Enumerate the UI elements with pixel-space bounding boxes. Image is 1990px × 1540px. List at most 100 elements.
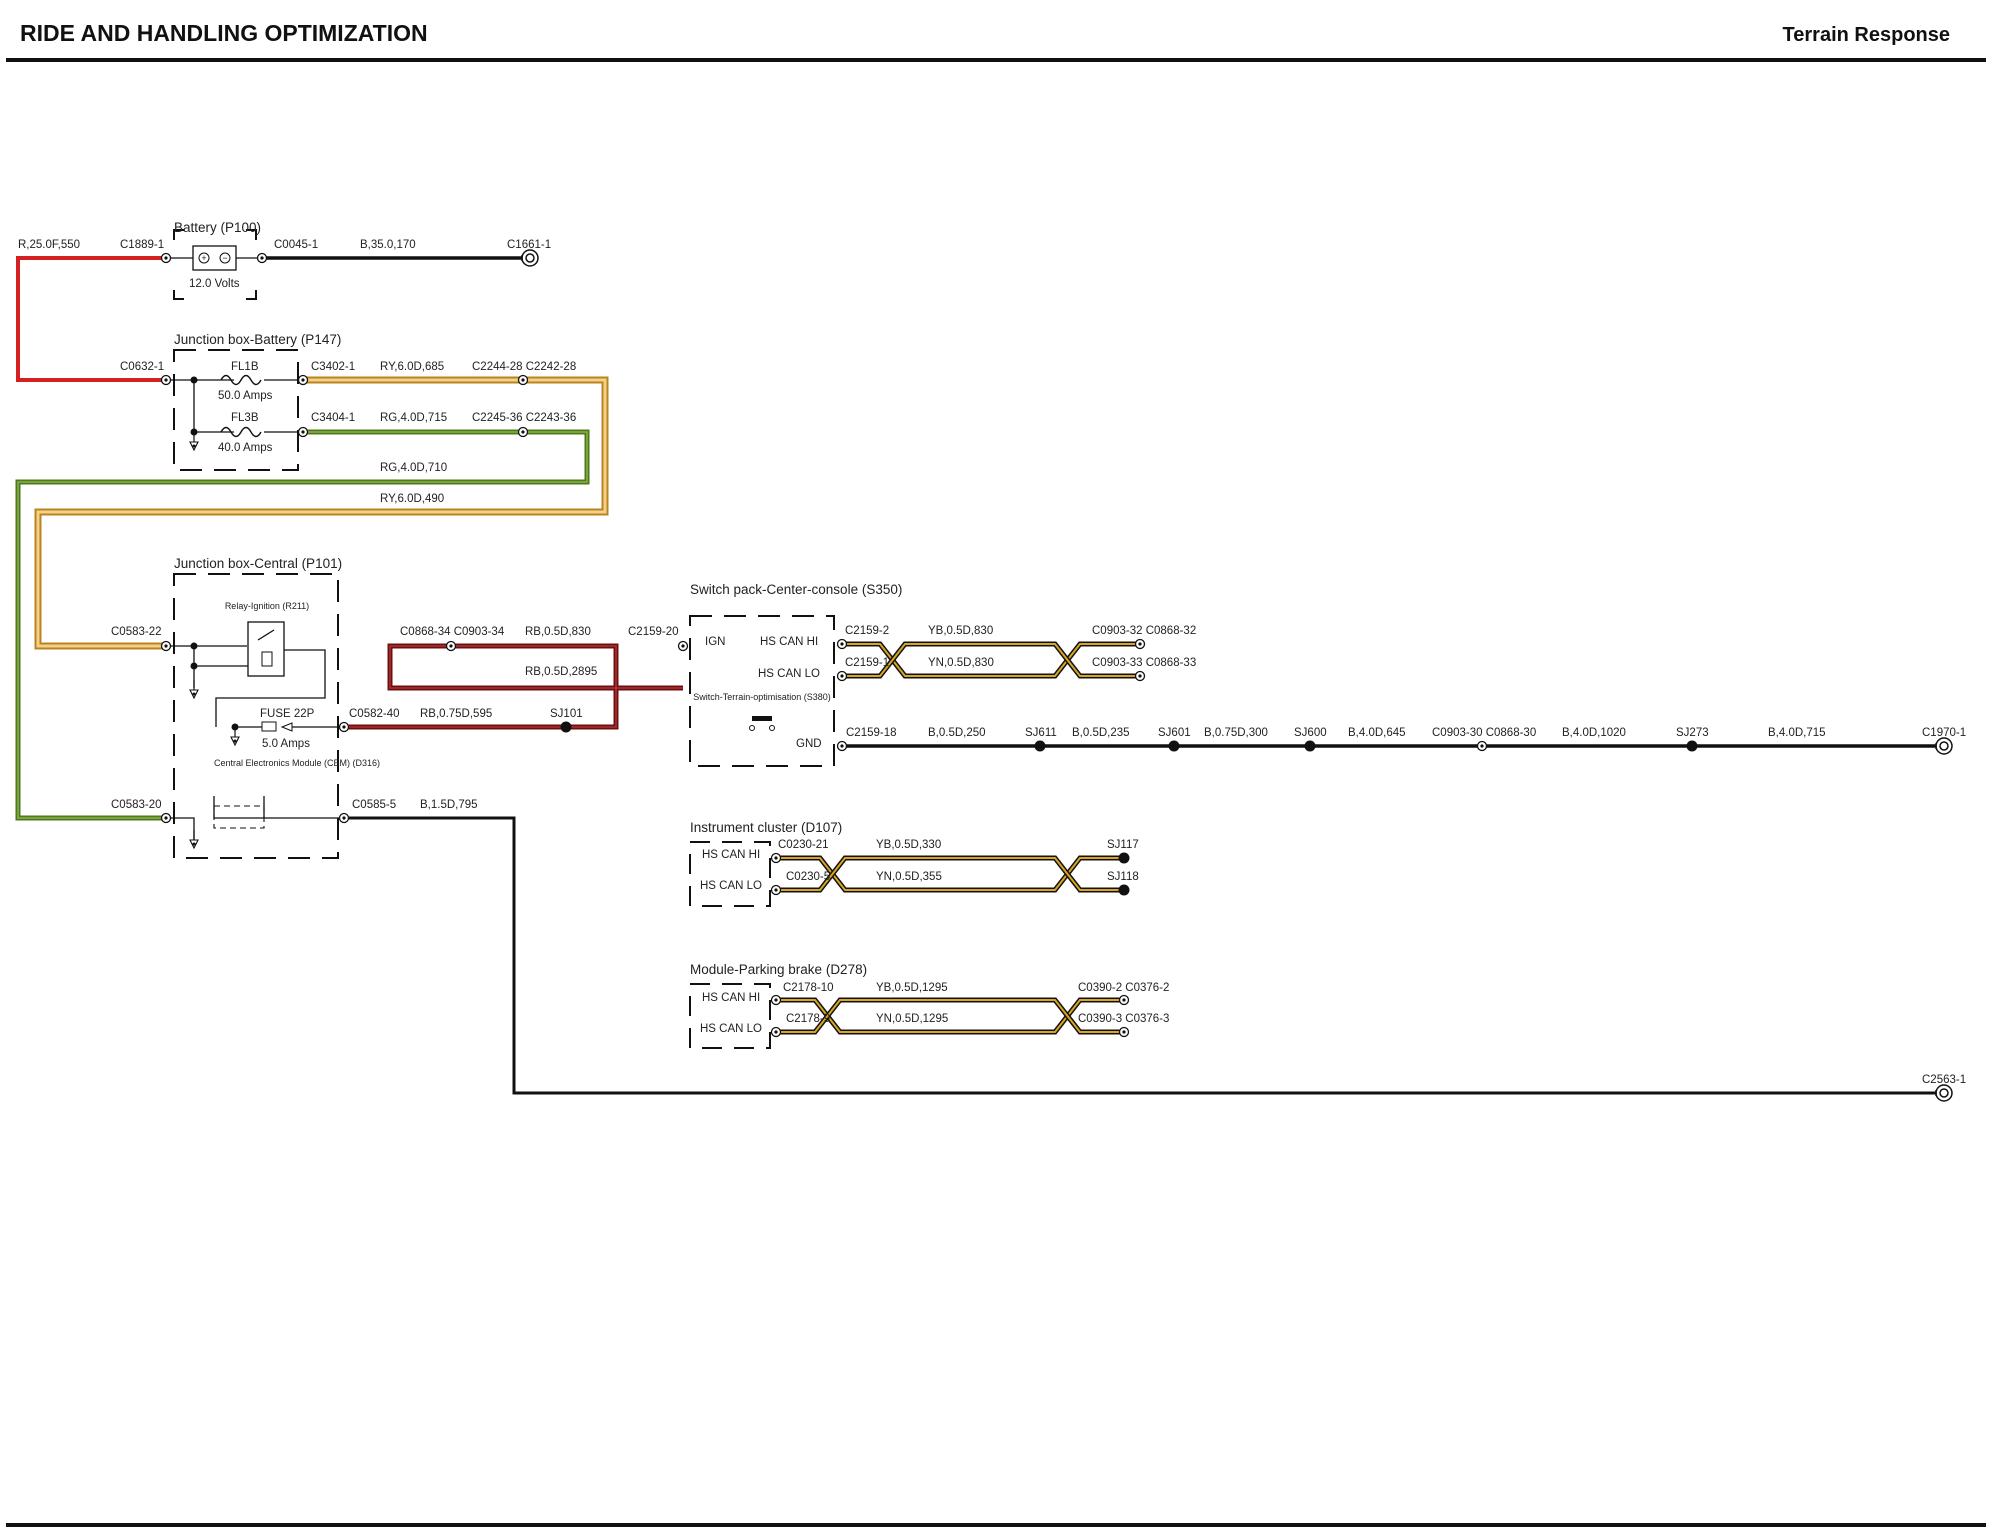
switchpack-gnd-conn: C2159-18 xyxy=(846,727,897,739)
wire-cem-ground xyxy=(344,816,1940,1095)
cluster-conn-hi: C0230-21 xyxy=(778,839,829,851)
parking-hs-hi: HS CAN HI xyxy=(702,992,760,1004)
battery-ground-wire: B,35.0,170 xyxy=(360,239,416,251)
can-pair-switchpack xyxy=(842,641,1140,679)
switchpack-out-lo: C0903-33 C0868-33 xyxy=(1092,657,1196,669)
jbc-block xyxy=(166,573,344,859)
switchpack-name: Switch pack-Center-console (S350) xyxy=(690,582,902,597)
jbc-name: Junction box-Central (P101) xyxy=(174,556,342,571)
fuse1-conn2: C2244-28 C2242-28 xyxy=(472,361,576,373)
cem-label: Central Electronics Module (CEM) (D316) xyxy=(214,758,380,768)
can-pair-parking xyxy=(776,997,1124,1035)
jbc-splice: SJ101 xyxy=(550,708,583,720)
gnd-splice-1: SJ611 xyxy=(1025,727,1057,739)
fuse2-rating: 40.0 Amps xyxy=(218,442,273,454)
page-title: RIDE AND HANDLING OPTIMIZATION xyxy=(20,20,428,46)
cem-gnd-conn: C0585-5 xyxy=(352,799,396,811)
fuse1-rating: 50.0 Amps xyxy=(218,390,273,402)
fuse2-conn2: C2245-36 C2243-36 xyxy=(472,412,576,424)
ground-icon xyxy=(1935,1084,1953,1102)
jbb-block xyxy=(166,349,303,471)
fuse2-return-wire: RG,4.0D,710 xyxy=(380,462,447,474)
jbc-fuse-conn: C0582-40 xyxy=(349,708,400,720)
jbc-fuse: FUSE 22P xyxy=(260,708,315,720)
connector-icon xyxy=(256,252,268,264)
ign-conn: C0868-34 C0903-34 xyxy=(400,626,505,638)
can-pair-cluster xyxy=(776,855,1124,893)
fuse1-conn: C3402-1 xyxy=(311,361,355,373)
fuse2-name: FL3B xyxy=(231,412,259,424)
fuse2-conn: C3404-1 xyxy=(311,412,355,424)
cluster-sj-lo: SJ118 xyxy=(1107,871,1139,883)
battery-name: Battery (P100) xyxy=(174,220,261,235)
footer-rule xyxy=(6,1523,1986,1527)
connector-icon xyxy=(160,252,172,264)
switchpack-gnd: GND xyxy=(796,738,822,750)
gnd-wire-6: B,4.0D,715 xyxy=(1768,727,1826,739)
battery-volts: 12.0 Volts xyxy=(189,278,240,290)
switchpack-out-hi: C0903-32 C0868-32 xyxy=(1092,625,1196,637)
jbb-conn-in: C0632-1 xyxy=(120,361,164,373)
ground-end-conn: C2563-1 xyxy=(1922,1074,1966,1086)
jbc-conn-top: C0583-22 xyxy=(111,626,162,638)
gnd-end: C1970-1 xyxy=(1922,727,1966,739)
battery-conn-in: C1889-1 xyxy=(120,239,164,251)
header-rule xyxy=(6,58,1986,62)
cluster-block xyxy=(689,841,771,907)
parking-name: Module-Parking brake (D278) xyxy=(690,962,867,977)
parking-conn-lo: C2178-9 xyxy=(786,1013,830,1025)
switchpack-ign-conn: C2159-20 xyxy=(628,626,679,638)
relay-label: Relay-Ignition (R211) xyxy=(225,601,309,611)
switchpack-hs-lo: HS CAN LO xyxy=(758,668,820,680)
battery-ground-conn: C1661-1 xyxy=(507,239,551,251)
parking-wire-lo: YN,0.5D,1295 xyxy=(876,1013,948,1025)
battery-conn-out: C0045-1 xyxy=(274,239,318,251)
gnd-conn: C0903-30 C0868-30 xyxy=(1432,727,1536,739)
svg-text:−: − xyxy=(222,253,227,263)
switchpack-wire-lo: YN,0.5D,830 xyxy=(928,657,994,669)
gnd-wire-5: B,4.0D,1020 xyxy=(1562,727,1626,739)
cluster-conn-lo: C0230-5 xyxy=(786,871,830,883)
gnd-wire-1: B,0.5D,250 xyxy=(928,727,986,739)
parking-hs-lo: HS CAN LO xyxy=(700,1023,762,1035)
parking-out-lo: C0390-3 C0376-3 xyxy=(1078,1013,1169,1025)
ground-icon xyxy=(521,249,539,267)
switchpack-hs-hi: HS CAN HI xyxy=(760,636,818,648)
gnd-wire-3: B,0.75D,300 xyxy=(1204,727,1268,739)
cluster-hs-hi: HS CAN HI xyxy=(702,849,760,861)
gnd-splice-4: SJ273 xyxy=(1676,727,1709,739)
jbc-fuse-wire: RB,0.75D,595 xyxy=(420,708,492,720)
ign-wire2: RB,0.5D,2895 xyxy=(525,666,597,678)
switchpack-conn-lo: C2159-1 xyxy=(845,657,889,669)
gnd-wire-2: B,0.5D,235 xyxy=(1072,727,1130,739)
jbc-conn-bottom: C0583-20 xyxy=(111,799,162,811)
fuse1-return-wire: RY,6.0D,490 xyxy=(380,493,444,505)
battery-feed-wire: R,25.0F,550 xyxy=(18,239,80,251)
gnd-splice-2: SJ601 xyxy=(1158,727,1191,739)
cluster-wire-lo: YN,0.5D,355 xyxy=(876,871,942,883)
splice-icon xyxy=(560,721,572,733)
switchpack-wire-hi: YB,0.5D,830 xyxy=(928,625,993,637)
switchpack-conn-hi: C2159-2 xyxy=(845,625,889,637)
parking-block xyxy=(689,983,771,1049)
gnd-splice-3: SJ600 xyxy=(1294,727,1327,739)
parking-out-hi: C0390-2 C0376-2 xyxy=(1078,982,1169,994)
switchpack-ign: IGN xyxy=(705,636,725,648)
cluster-sj-hi: SJ117 xyxy=(1107,839,1139,851)
fuse1-name: FL1B xyxy=(231,361,259,373)
gnd-wire-4: B,4.0D,645 xyxy=(1348,727,1406,739)
cluster-name: Instrument cluster (D107) xyxy=(690,820,842,835)
parking-conn-hi: C2178-10 xyxy=(783,982,834,994)
wire-battery-feed xyxy=(16,256,166,382)
page-subtitle: Terrain Response xyxy=(1782,24,1950,46)
switchpack-block xyxy=(689,615,835,767)
cluster-hs-lo: HS CAN LO xyxy=(700,880,762,892)
cem-gnd-wire: B,1.5D,795 xyxy=(420,799,478,811)
battery-block: + − xyxy=(166,229,262,300)
ign-wire: RB,0.5D,830 xyxy=(525,626,591,638)
jbb-name: Junction box-Battery (P147) xyxy=(174,332,341,347)
jbc-fuse-rating: 5.0 Amps xyxy=(262,738,310,750)
ground-icon xyxy=(1935,737,1953,755)
parking-wire-hi: YB,0.5D,1295 xyxy=(876,982,948,994)
